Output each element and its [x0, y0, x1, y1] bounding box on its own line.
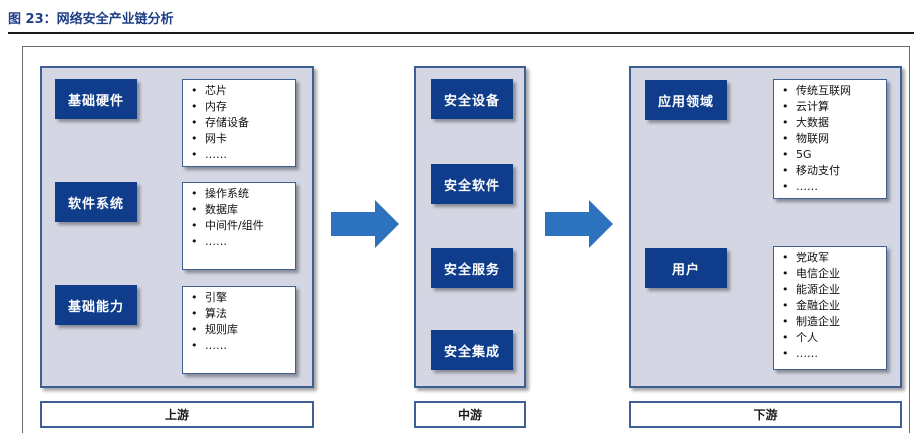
- list-item: ……: [782, 346, 886, 362]
- upstream-label: 上游: [40, 401, 314, 428]
- flow-arrow-icon: [545, 200, 613, 248]
- list-item: 电信企业: [782, 266, 886, 282]
- upstream-capability-list: 引擎 算法 规则库 ……: [182, 286, 296, 374]
- upstream-group-software: 软件系统: [55, 182, 137, 222]
- midstream-label: 中游: [414, 401, 526, 428]
- upstream-software-list: 操作系统 数据库 中间件/组件 ……: [182, 182, 296, 270]
- list-item: 存储设备: [191, 115, 295, 131]
- list-item: 党政军: [782, 250, 886, 266]
- title-rule: [8, 32, 914, 34]
- downstream-users-list: 党政军 电信企业 能源企业 金融企业 制造企业 个人 ……: [773, 246, 887, 370]
- flow-arrow-icon: [331, 200, 399, 248]
- upstream-group-capability: 基础能力: [55, 285, 137, 325]
- list-item: 规则库: [191, 322, 295, 338]
- diagram-frame: [22, 46, 910, 433]
- list-item: 操作系统: [191, 186, 295, 202]
- list-item: 能源企业: [782, 282, 886, 298]
- upstream-hardware-list: 芯片 内存 存储设备 网卡 ……: [182, 79, 296, 167]
- list-item: ……: [191, 147, 295, 163]
- list-item: 金融企业: [782, 298, 886, 314]
- list-item: 5G: [782, 147, 886, 163]
- list-item: 网卡: [191, 131, 295, 147]
- figure-title: 图 23：网络安全产业链分析: [8, 12, 174, 27]
- list-item: 数据库: [191, 202, 295, 218]
- list-item: 芯片: [191, 83, 295, 99]
- list-item: 个人: [782, 330, 886, 346]
- list-item: ……: [191, 234, 295, 250]
- list-item: 制造企业: [782, 314, 886, 330]
- list-item: 移动支付: [782, 163, 886, 179]
- downstream-group-users: 用户: [645, 248, 727, 288]
- list-item: ……: [191, 338, 295, 354]
- list-item: 中间件/组件: [191, 218, 295, 234]
- list-item: 物联网: [782, 131, 886, 147]
- list-item: ……: [782, 179, 886, 195]
- midstream-item-integration: 安全集成: [431, 330, 513, 370]
- list-item: 算法: [191, 306, 295, 322]
- downstream-group-applications: 应用领域: [645, 80, 727, 120]
- list-item: 云计算: [782, 99, 886, 115]
- downstream-label: 下游: [629, 401, 902, 428]
- midstream-item-software: 安全软件: [431, 164, 513, 204]
- upstream-group-hardware: 基础硬件: [55, 79, 137, 119]
- midstream-item-services: 安全服务: [431, 248, 513, 288]
- midstream-item-devices: 安全设备: [431, 79, 513, 119]
- list-item: 大数据: [782, 115, 886, 131]
- list-item: 引擎: [191, 290, 295, 306]
- list-item: 传统互联网: [782, 83, 886, 99]
- list-item: 内存: [191, 99, 295, 115]
- downstream-applications-list: 传统互联网 云计算 大数据 物联网 5G 移动支付 ……: [773, 79, 887, 199]
